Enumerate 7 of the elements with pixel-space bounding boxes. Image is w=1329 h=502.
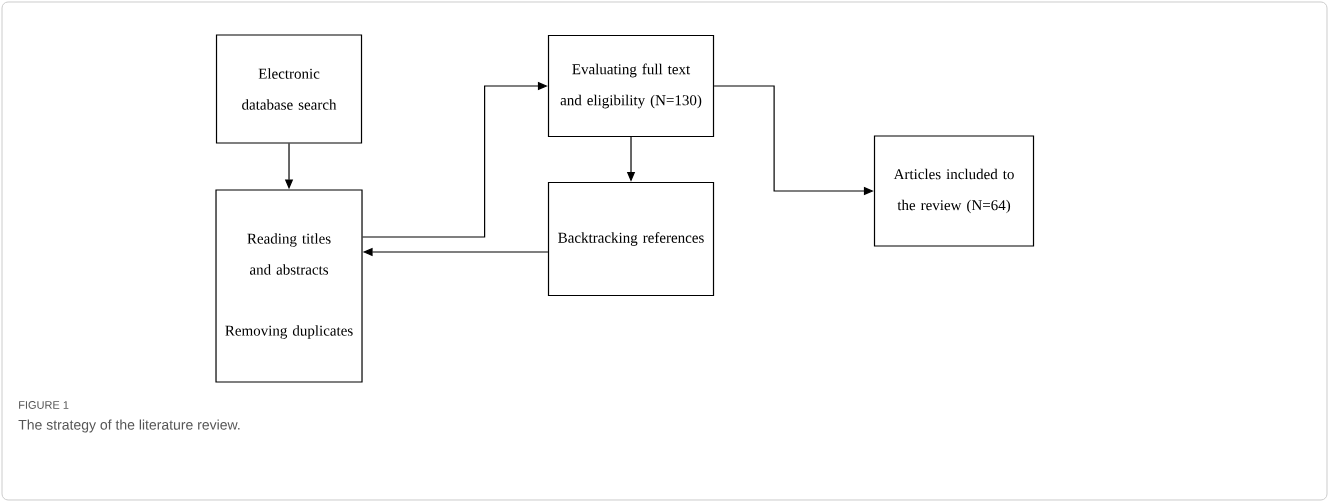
process-box: Articles included to the review (N=64) (873, 135, 1035, 247)
figure-number: FIGURE 1 (19, 401, 69, 409)
process-box: Reading titles and abstracts Removing duplicates (215, 189, 363, 383)
process-box: Backtracking references (547, 181, 715, 297)
process-box: Evaluating full text and eligibility (N=130) (547, 34, 715, 138)
caption: The strategy of the literature review. (18, 419, 240, 433)
process-box: Electronic database search (215, 34, 363, 144)
